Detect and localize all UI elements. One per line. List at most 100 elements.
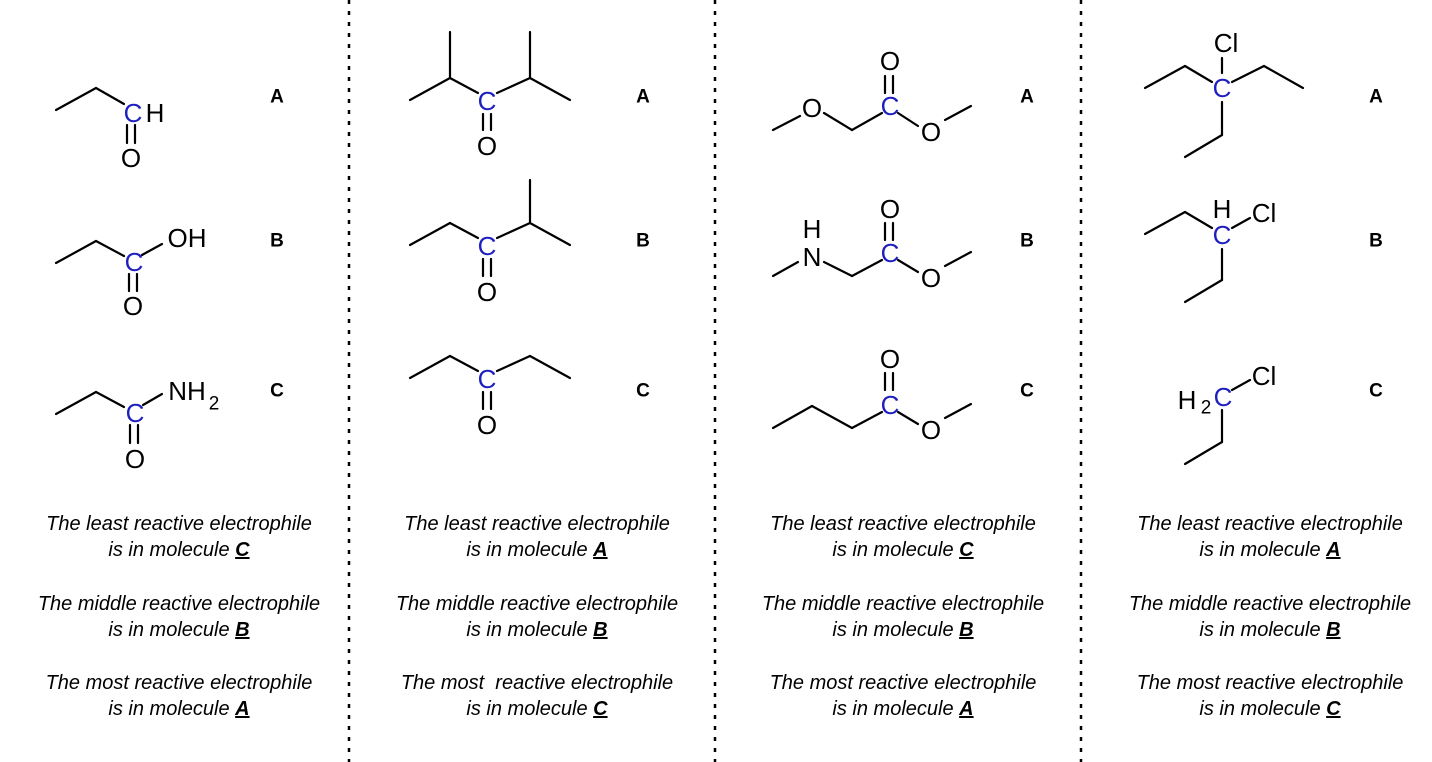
panel3-a-ester-oxygen: O [921,117,941,147]
panel1-a-carbonyl-carbon: C [124,98,143,128]
panel1-c-oxygen: O [125,444,145,474]
answer-letter: B [1326,619,1341,641]
answer-letter: A [1326,539,1341,561]
panel2-a-oxygen: O [477,131,497,161]
statement-prefix: is in molecule [1199,539,1327,561]
answer-letter: C [593,698,608,720]
statement-prefix: is in molecule [108,698,236,720]
panel1-least-statement: The least reactive electrophile is in mo… [0,511,358,563]
statement-line: is in molecule C [1091,696,1432,722]
panel4-b-hydrogen: H [1213,194,1232,224]
panel3-b-ester-oxygen: O [921,263,941,293]
panel2-molecule-c-bonds [408,354,572,411]
statement-prefix: is in molecule [832,619,960,641]
panel4-most-statement: The most reactive electrophile is in mol… [1091,670,1432,722]
statement-line: The least reactive electrophile [404,513,670,535]
statement-line: is in molecule C [358,696,716,722]
panel4-molecule-b-bonds [1143,210,1252,304]
statement-line: is in molecule A [0,696,358,722]
panel1-molecule-b-bonds [54,239,164,293]
panel3-label-b: B [1020,231,1034,252]
statement-prefix: is in molecule [466,698,594,720]
panel2-label-a: A [636,87,650,108]
panel3-c-carbonyl-oxygen: O [880,344,900,374]
panel2-b-oxygen: O [477,277,497,307]
answer-letter: B [593,619,608,641]
panel2-molecule-a-bonds [408,30,572,132]
panel4-middle-statement: The middle reactive electrophile is in m… [1091,591,1432,643]
statement-prefix: is in molecule [1199,619,1327,641]
answer-letter: A [959,698,974,720]
statement-line: is in molecule B [358,617,716,643]
panel3-molecule-a-bonds [771,74,973,132]
statement-line: is in molecule B [0,617,358,643]
statement-prefix: is in molecule [108,619,236,641]
panel1-label-a: A [270,87,284,108]
panel1-c-carbonyl-carbon: C [126,398,145,428]
panel1-label-c: C [270,381,284,402]
statement-prefix: is in molecule [108,539,236,561]
statement-line: is in molecule A [1091,537,1432,563]
panel1-c-amine-subscript: 2 [209,394,220,415]
panel4-a-carbon: C [1213,73,1232,103]
panel3-b-carbonyl-oxygen: O [880,194,900,224]
panel4-b-carbon: C [1213,220,1232,250]
panel4-molecule-a-bonds [1143,56,1305,159]
panel3-molecule-b-bonds [771,221,973,278]
statement-line: is in molecule B [724,617,1082,643]
statement-prefix: is in molecule [466,539,594,561]
panel3-a-ether-oxygen: O [802,93,822,123]
panel3-most-statement: The most reactive electrophile is in mol… [724,670,1082,722]
panel3-b-amine-hydrogen: H [803,214,822,244]
answer-letter: C [1326,698,1341,720]
panel3-c-carbonyl-carbon: C [881,390,900,420]
panel4-least-statement: The least reactive electrophile is in mo… [1091,511,1432,563]
panel3-molecule-c-bonds [771,371,973,430]
statement-line: is in molecule A [724,696,1082,722]
answer-letter: C [235,539,250,561]
statement-line: is in molecule A [358,537,716,563]
panel1-a-hydrogen: H [146,98,165,128]
panel3-middle-statement: The middle reactive electrophile is in m… [724,591,1082,643]
answer-letter: B [959,619,974,641]
statement-line: The most reactive electrophile [400,672,674,694]
panel1-b-oxygen: O [123,291,143,321]
panel1-b-hydroxyl: OH [168,223,207,253]
panel2-c-carbonyl-carbon: C [478,364,497,394]
panel4-molecule-c-bonds [1183,378,1252,466]
panel2-least-statement: The least reactive electrophile is in mo… [358,511,716,563]
panel1-molecule-c-bonds [54,390,164,445]
panel2-most-statement: The most reactive electrophile is in mol… [358,670,716,722]
panel4-label-c: C [1369,381,1383,402]
panel3-b-carbonyl-carbon: C [881,238,900,268]
panel4-c-carbon: C [1214,382,1233,412]
panel3-least-statement: The least reactive electrophile is in mo… [724,511,1082,563]
panel1-b-carbonyl-carbon: C [125,247,144,277]
panel2-label-c: C [636,381,650,402]
answer-letter: A [235,698,250,720]
panel3-a-carbonyl-carbon: C [881,91,900,121]
panel4-c-hydrogen: H [1178,385,1197,415]
statement-line: The middle reactive electrophile [395,593,679,615]
panel1-molecule-a-bonds [54,86,137,145]
panel4-label-a: A [1369,87,1383,108]
panel1-middle-statement: The middle reactive electrophile is in m… [0,591,358,643]
statement-line: The most reactive electrophile [45,672,313,694]
panel1-a-oxygen: O [121,143,141,173]
panel1-c-amine: NH [168,376,206,406]
statement-line: The least reactive electrophile [46,513,312,535]
statement-line: The middle reactive electrophile [761,593,1045,615]
panel3-b-nitrogen: N [803,242,822,272]
panel4-c-subscript: 2 [1201,398,1212,419]
panel2-molecule-b-bonds [408,178,572,278]
panel1-label-b: B [270,231,284,252]
answer-letter: A [593,539,608,561]
statement-line: is in molecule C [0,537,358,563]
statement-line: The most reactive electrophile [1136,672,1404,694]
panel3-a-carbonyl-oxygen: O [880,46,900,76]
panel4-b-chlorine: Cl [1252,198,1277,228]
answer-letter: C [959,539,974,561]
statement-line: The middle reactive electrophile [37,593,321,615]
panel4-c-chlorine: Cl [1252,361,1277,391]
